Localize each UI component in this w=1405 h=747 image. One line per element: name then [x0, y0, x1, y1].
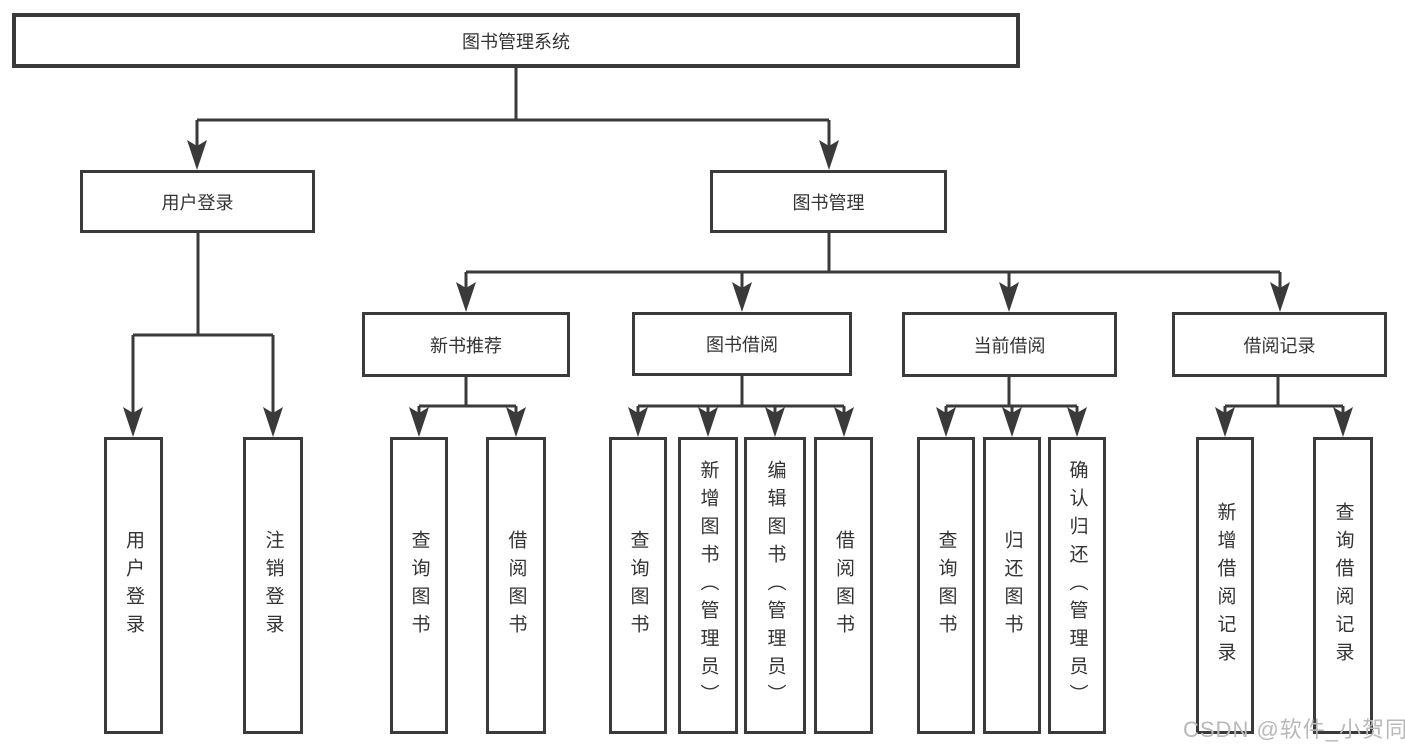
- arrow-down-icon: [1333, 407, 1353, 437]
- leaf-edit-books-admin: 编辑图书（管理员）: [744, 437, 806, 734]
- node-book-borrowing: 图书借阅: [632, 312, 852, 376]
- node-label: 确认归还（管理员）: [1066, 459, 1088, 712]
- arrow-down-icon: [834, 407, 854, 437]
- arrow-down-icon: [999, 282, 1019, 312]
- arrow-down-icon: [819, 140, 839, 170]
- node-label: 图书管理系统: [462, 31, 570, 52]
- leaf-user-login: 用户登录: [104, 437, 163, 734]
- node-label: 图书借阅: [706, 335, 778, 355]
- arrow-down-icon: [456, 282, 476, 312]
- node-user-login: 用户登录: [80, 170, 315, 233]
- node-new-book-recommendation: 新书推荐: [362, 312, 570, 377]
- node-label: 新增图书（管理员）: [697, 459, 719, 712]
- arrow-down-icon: [732, 282, 752, 312]
- leaf-return-books: 归还图书: [983, 437, 1041, 734]
- arrow-down-icon: [765, 407, 785, 437]
- leaf-logout: 注销登录: [243, 437, 303, 734]
- node-label: 新书推荐: [430, 335, 502, 356]
- arrow-down-icon: [409, 407, 429, 437]
- arrow-down-icon: [263, 407, 283, 437]
- node-label: 查询图书: [408, 529, 430, 642]
- node-label: 编辑图书（管理员）: [764, 459, 786, 712]
- arrow-down-icon: [123, 407, 143, 437]
- leaf-add-borrow-record: 新增借阅记录: [1196, 437, 1254, 734]
- leaf-borrow-books-recommend: 借阅图书: [486, 437, 546, 734]
- arrow-down-icon: [698, 407, 718, 437]
- leaf-add-books-admin: 新增图书（管理员）: [678, 437, 738, 734]
- arrow-down-icon: [506, 407, 526, 437]
- arrow-down-icon: [1002, 407, 1022, 437]
- arrow-down-icon: [1067, 407, 1087, 437]
- node-label: 查询借阅记录: [1332, 501, 1354, 670]
- node-label: 归还图书: [1001, 529, 1023, 642]
- node-label: 用户登录: [161, 192, 234, 213]
- arrowheads: [123, 140, 1353, 437]
- node-library-management-system: 图书管理系统: [12, 13, 1020, 68]
- node-label: 借阅图书: [505, 529, 527, 642]
- node-label: 查询图书: [627, 529, 649, 642]
- node-label: 新增借阅记录: [1214, 501, 1236, 670]
- leaf-query-books-current: 查询图书: [917, 437, 975, 734]
- node-label: 图书管理: [792, 192, 865, 213]
- node-label: 借阅图书: [833, 529, 854, 642]
- leaf-query-books-borrow: 查询图书: [609, 437, 667, 734]
- node-current-borrowing: 当前借阅: [902, 312, 1117, 377]
- node-book-management: 图书管理: [710, 170, 947, 233]
- arrow-down-icon: [187, 140, 207, 170]
- leaf-borrow-books: 借阅图书: [814, 437, 873, 734]
- arrow-down-icon: [628, 407, 648, 437]
- node-label: 当前借阅: [973, 335, 1046, 356]
- node-label: 用户登录: [123, 529, 144, 642]
- connector-lines: [131, 68, 1345, 416]
- node-label: 注销登录: [262, 529, 284, 642]
- leaf-confirm-return-admin: 确认归还（管理员）: [1048, 437, 1106, 734]
- node-borrowing-records: 借阅记录: [1172, 312, 1387, 377]
- arrow-down-icon: [1270, 282, 1290, 312]
- arrow-down-icon: [936, 407, 956, 437]
- node-label: 查询图书: [935, 529, 957, 642]
- arrow-down-icon: [1215, 407, 1235, 437]
- node-label: 借阅记录: [1243, 335, 1316, 356]
- leaf-query-borrow-record: 查询借阅记录: [1313, 437, 1373, 734]
- leaf-query-books-recommend: 查询图书: [390, 437, 448, 734]
